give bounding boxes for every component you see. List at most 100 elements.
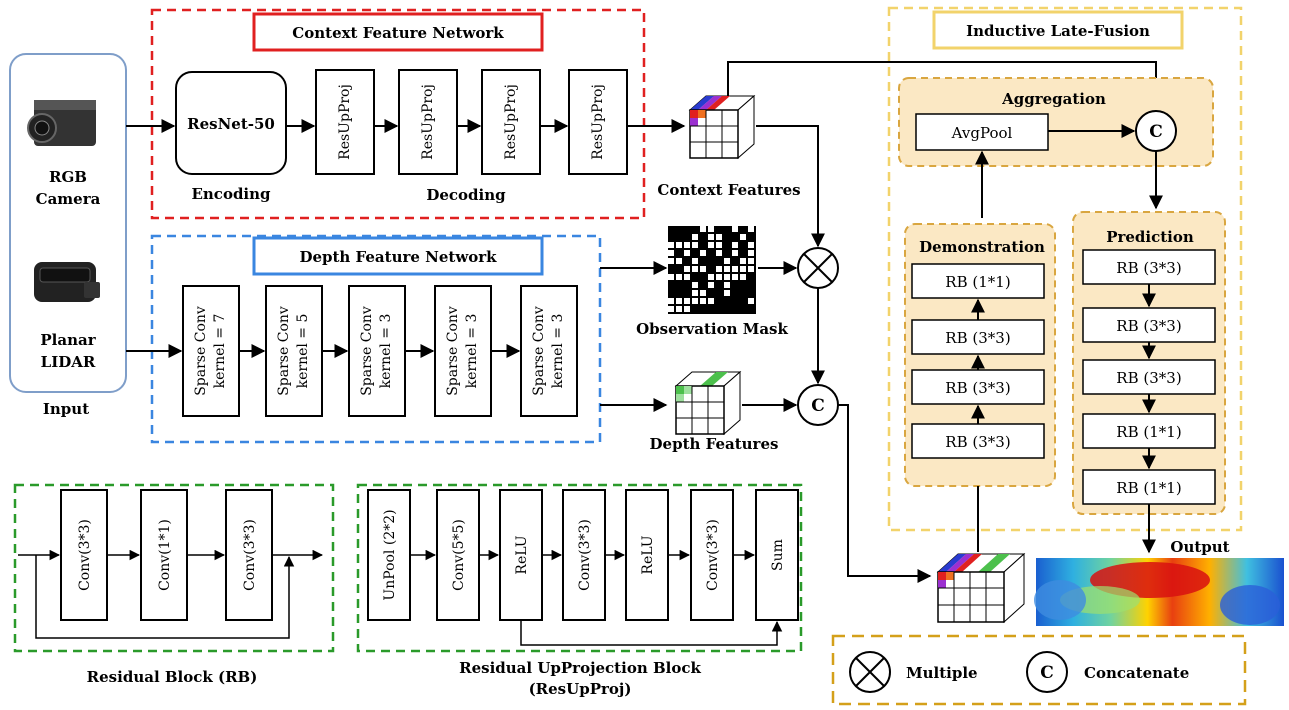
sparse-conv-3-line1: Sparse Conv (359, 306, 375, 396)
pred-rb-2-label: RB (3*3) (1116, 317, 1181, 335)
resupproj-block-2 (398, 69, 458, 175)
context-feature-network: Context Feature Network ResNet-50 Encodi… (126, 8, 686, 220)
demo-rb-1-label: RB (1*1) (945, 273, 1010, 291)
camera-label-line1: RGB (49, 168, 87, 186)
depth-network-border (150, 234, 602, 444)
prediction-label: Prediction (1106, 228, 1194, 246)
sparse-conv-block-2: Sparse Conv kernel = 5 (265, 285, 323, 417)
legend-concatenate-label: Concatenate (1084, 664, 1189, 682)
pred-rb-3 (1082, 359, 1216, 395)
pred-rb-5-label: RB (1*1) (1116, 479, 1181, 497)
demo-rb-1 (911, 263, 1045, 299)
pred-rb-4-label: RB (1*1) (1116, 423, 1181, 441)
sparse-conv-block-3: Sparse Conv kernel = 3 (348, 285, 406, 417)
legend-border (831, 634, 1247, 706)
rb-conv-3-label: Conv(3*3) (242, 519, 258, 591)
rup-block-1-label: UnPool (2*2) (382, 509, 398, 600)
observation-mask-label: Observation Mask (636, 320, 788, 338)
resupproj-label-4: ResUpProj (590, 84, 606, 160)
resupproj-caption-line1: Residual UpProjection Block (459, 659, 701, 677)
pred-rb-1-label: RB (3*3) (1116, 259, 1181, 277)
concat-symbol-aggregation: C (1149, 122, 1163, 142)
context-network-border (150, 8, 646, 220)
avgpool-label: AvgPool (951, 124, 1013, 142)
resupproj-border (356, 483, 803, 653)
output-label: Output (1170, 538, 1229, 556)
depth-features-label: Depth Features (650, 435, 779, 453)
rb-conv-2-label: Conv(1*1) (157, 519, 173, 591)
demo-rb-3 (911, 369, 1045, 405)
depth-features-tensor (674, 370, 742, 436)
legend-concat-symbol: C (1040, 663, 1054, 683)
resupproj-label-2: ResUpProj (420, 84, 436, 160)
sparse-conv-2-line1: Sparse Conv (276, 306, 292, 396)
resupproj-block-4 (568, 69, 628, 175)
sparse-conv-5-line2: kernel = 3 (550, 314, 566, 389)
resupproj-block-panel: UnPool (2*2) Conv(5*5) ReLU Conv(3*3) Re… (356, 483, 803, 698)
rup-block-5-label: ReLU (640, 535, 656, 574)
fusion-title-box (932, 10, 1184, 50)
demo-rb-2-label: RB (3*3) (945, 329, 1010, 347)
resupproj-label-1: ResUpProj (337, 84, 353, 160)
sparse-conv-block-4: Sparse Conv kernel = 3 (434, 285, 492, 417)
sparse-conv-1-line1: Sparse Conv (193, 306, 209, 396)
depth-network-title-box (252, 236, 544, 276)
residual-block-border (13, 483, 335, 653)
lidar-sensor-icon (34, 262, 100, 302)
concat-operator-aggregation: C (1135, 110, 1177, 152)
rup-block-6-label: Conv(3*3) (705, 519, 721, 591)
rb-conv-1-label: Conv(3*3) (77, 519, 93, 591)
resnet-label: ResNet-50 (187, 115, 275, 133)
resupproj-block-3 (481, 69, 541, 175)
fusion-title: Inductive Late-Fusion (966, 22, 1150, 40)
legend-multiple-label: Multiple (906, 664, 978, 682)
pred-rb-3-label: RB (3*3) (1116, 369, 1181, 387)
demo-rb-3-label: RB (3*3) (945, 379, 1010, 397)
demo-rb-4-label: RB (3*3) (945, 433, 1010, 451)
rup-block-3 (499, 489, 543, 621)
resupproj-block-1 (315, 69, 375, 175)
input-label: Input (43, 400, 89, 418)
residual-block-panel: Conv(3*3) Conv(1*1) Conv(3*3) Residual B… (13, 483, 335, 686)
sparse-conv-2-line2: kernel = 5 (295, 314, 311, 389)
camera-label-line2: Camera (36, 190, 101, 208)
resnet-block (175, 71, 287, 175)
demonstration-label: Demonstration (919, 238, 1045, 256)
fusion-border (887, 6, 1243, 532)
legend-concat-icon: C (1026, 651, 1068, 693)
pred-rb-1 (1082, 249, 1216, 285)
residual-block-caption: Residual Block (RB) (87, 668, 258, 686)
depth-network-title: Depth Feature Network (299, 248, 497, 266)
context-features-label: Context Features (657, 181, 800, 199)
avgpool-block (915, 113, 1049, 151)
rgb-camera-icon (27, 100, 96, 146)
sparse-conv-5-line1: Sparse Conv (531, 306, 547, 396)
rup-block-4-label: Conv(3*3) (577, 519, 593, 591)
context-features-tensor (688, 94, 756, 160)
multiply-operator (797, 247, 839, 289)
lidar-label-line2: LIDAR (41, 353, 96, 371)
input-panel: RGB Camera Planar LIDAR Input (9, 53, 127, 418)
pred-rb-2 (1082, 307, 1216, 343)
depth-feature-network: Depth Feature Network Sparse Conv kernel… (126, 234, 668, 444)
rup-block-2-label: Conv(5*5) (451, 519, 467, 591)
observation-mask-image (668, 226, 756, 314)
context-network-title: Context Feature Network (292, 24, 504, 42)
sparse-conv-1-line2: kernel = 7 (212, 314, 228, 389)
context-network-title-box (252, 12, 544, 52)
sparse-conv-3-line2: kernel = 3 (378, 314, 394, 389)
rup-block-7 (755, 489, 799, 621)
resupproj-caption-line2: (ResUpProj) (529, 680, 632, 698)
sparse-conv-4-line1: Sparse Conv (445, 306, 461, 396)
concat-operator-depth: C (797, 384, 839, 426)
rup-block-1 (367, 489, 411, 621)
aggregation-label: Aggregation (1001, 90, 1106, 108)
demo-rb-4 (911, 423, 1045, 459)
input-box (9, 53, 127, 393)
rup-block-3-label: ReLU (514, 535, 530, 574)
decoding-label: Decoding (426, 186, 506, 204)
inductive-late-fusion: Inductive Late-Fusion Aggregation AvgPoo… (887, 6, 1243, 554)
sparse-conv-block-1: Sparse Conv kernel = 7 (182, 285, 240, 417)
concat-symbol-depth: C (811, 396, 825, 416)
